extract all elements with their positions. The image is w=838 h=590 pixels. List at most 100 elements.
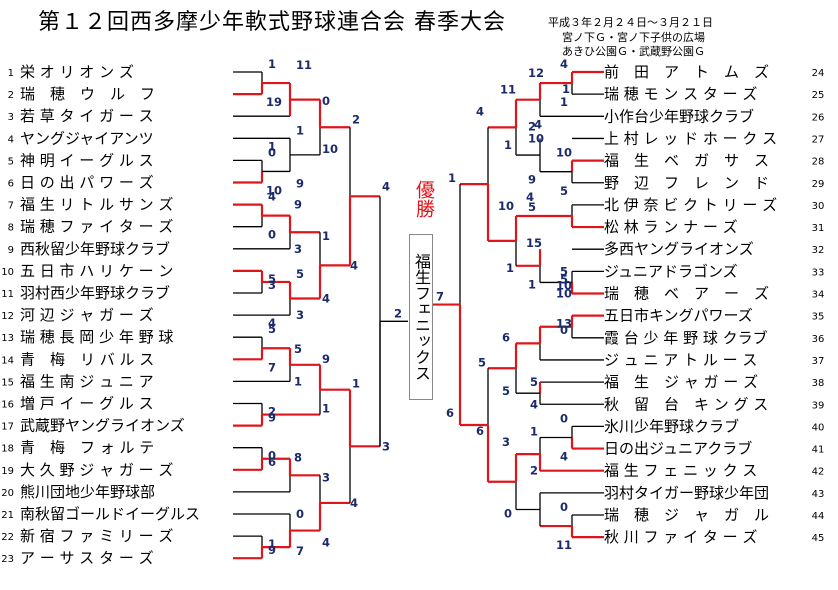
match-score: 4 [560, 57, 568, 71]
match-score: 11 [296, 58, 312, 72]
team-number: 15 [1, 377, 14, 388]
match-score: 9 [268, 411, 276, 425]
team-number: 24 [812, 68, 825, 79]
match-score: 4 [526, 190, 534, 204]
match-score: 6 [502, 330, 510, 344]
team-name: 西秋留少年野球クラブ [20, 240, 170, 258]
team-number: 23 [1, 554, 14, 565]
match-score: 1 [506, 261, 514, 275]
team-number: 22 [1, 532, 14, 543]
team-name: 増 戸 イ ー グ ル ス [20, 395, 154, 413]
match-score: 4 [476, 104, 484, 118]
team-name: 神 明 イ ー グ ル ス [20, 151, 154, 169]
team-number: 44 [812, 511, 825, 522]
match-score: 5 [268, 272, 276, 286]
team-number: 3 [8, 112, 14, 123]
match-score: 10 [498, 199, 514, 213]
team-name: 野 辺 フ レ ン ド [604, 174, 769, 192]
match-score: 7 [436, 290, 444, 304]
team-number: 40 [812, 422, 825, 433]
team-name: 五 日 市 ハ リ ケ ー ン [20, 262, 173, 280]
match-score: 4 [350, 496, 358, 510]
match-score: 11 [556, 538, 572, 552]
team-number: 8 [8, 223, 14, 234]
match-score: 4 [268, 190, 276, 204]
match-score: 0 [268, 449, 276, 463]
match-score: 9 [294, 198, 302, 212]
match-score: 3 [322, 470, 330, 484]
match-score: 10 [528, 131, 544, 145]
team-name: 秋 川 フ ァ イ タ ー ズ [604, 528, 757, 546]
team-number: 34 [812, 290, 825, 301]
team-number: 5 [8, 156, 14, 167]
match-score: 10 [322, 142, 338, 156]
match-score: 9 [268, 543, 276, 557]
team-number: 38 [812, 378, 825, 389]
team-number: 33 [812, 267, 825, 278]
team-name: 瑞 穂 ジ ャ ガ ル [604, 506, 769, 524]
match-score: 0 [560, 323, 568, 337]
match-score: 9 [528, 173, 536, 187]
match-score: 3 [296, 308, 304, 322]
team-name: 北 伊 奈 ビ ク ト リ ー ズ [604, 196, 777, 214]
team-name: 多西ヤングライオンズ [604, 240, 754, 258]
match-score: 4 [322, 536, 330, 550]
match-score: 5 [502, 384, 510, 398]
page-title: 第１２回西多摩少年軟式野球連合会 春季大会 [38, 10, 506, 35]
team-number: 25 [812, 90, 825, 101]
team-name: 青 梅 リ バ ル ス [20, 350, 154, 368]
match-score: 4 [350, 258, 358, 272]
team-name: 瑞 穂 フ ァ イ タ ー ズ [20, 218, 173, 236]
team-name: 熊川団地少年野球部 [20, 483, 155, 501]
match-score: 0 [322, 94, 330, 108]
team-name: 福 生 フ ェ ニ ッ ク ス [604, 462, 757, 480]
team-number: 14 [1, 355, 14, 366]
team-number: 26 [812, 112, 825, 123]
team-name: 五日市キングパワーズ [604, 307, 753, 325]
match-score: 3 [502, 435, 510, 449]
team-number: 1 [8, 68, 14, 79]
team-name: 瑞 穂 モ ン ス タ ー ズ [604, 85, 757, 103]
match-score: 2 [268, 405, 276, 419]
team-name: 若 草 タ イ ガ ー ス [20, 107, 154, 125]
match-score: 5 [296, 267, 304, 281]
match-score: 8 [294, 451, 302, 465]
team-name: 前 田 ア ト ム ズ [604, 63, 769, 81]
team-name: 大 久 野 ジ ャ ガ ー ズ [20, 461, 173, 479]
team-number: 10 [1, 267, 14, 278]
match-score: 0 [296, 507, 304, 521]
team-name: 氷川少年野球クラブ [604, 417, 739, 435]
match-score: 2 [394, 306, 402, 320]
match-score: 3 [294, 242, 302, 256]
match-score: 4 [382, 179, 390, 193]
match-score: 5 [560, 272, 568, 286]
match-score: 1 [560, 95, 568, 109]
team-name: 福 生 ジ ャ ガ ー ズ [604, 373, 758, 391]
match-score: 6 [446, 406, 454, 420]
team-number: 17 [1, 422, 14, 433]
team-name: 福 生 ベ ガ サ ス [604, 152, 769, 170]
tournament-dates: 平成３年２月２４日～３月２１日 [548, 16, 713, 29]
team-name: ジ ュ ニ ア ト ル ー ス [604, 351, 757, 369]
match-score: 5 [560, 264, 568, 278]
match-score: 7 [296, 544, 304, 558]
match-score: 10 [266, 184, 282, 198]
match-score: 5 [528, 200, 536, 214]
team-number: 13 [1, 333, 14, 344]
match-score: 4 [560, 450, 568, 464]
team-name: 小作台少年野球クラブ [604, 107, 754, 125]
team-number: 32 [812, 245, 825, 256]
match-score: 6 [476, 424, 484, 438]
match-score: 1 [268, 57, 276, 71]
champion-label: 優勝 [413, 180, 435, 218]
match-score: 2 [530, 464, 538, 478]
match-score: 10 [556, 279, 572, 293]
team-name: 新 宿 フ ァ ミ リ ー ズ [20, 527, 173, 545]
team-name: 秋 留 台 キ ン グ ス [604, 395, 768, 413]
team-number: 6 [8, 179, 14, 190]
team-number: 27 [812, 134, 825, 145]
team-name: 青 梅 フ ォ ル テ [20, 439, 154, 457]
team-name: 瑞 穂 長 岡 少 年 野 球 [20, 328, 173, 346]
match-score: 19 [266, 95, 282, 109]
match-score: 11 [500, 83, 516, 97]
